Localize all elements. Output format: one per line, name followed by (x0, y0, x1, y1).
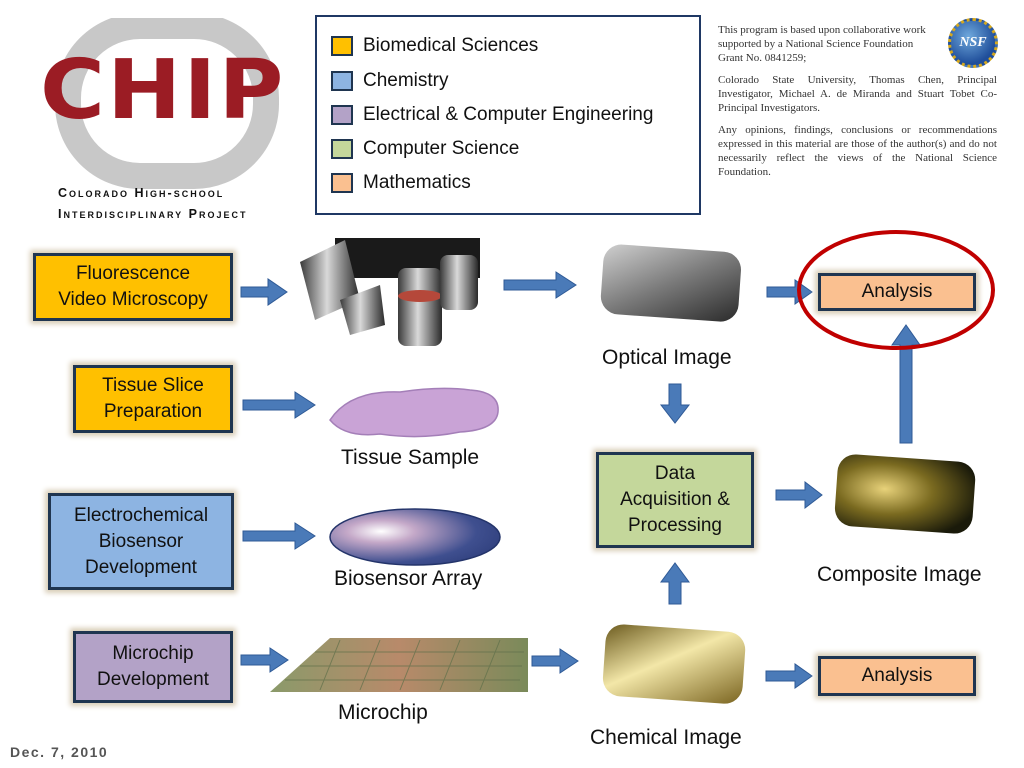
logo-subtitle-1: Colorado High-school (58, 186, 225, 200)
box-line: Electrochemical (73, 504, 209, 526)
arrow-right-icon (242, 522, 316, 550)
composite-image (834, 454, 976, 534)
microchip-caption: Microchip (338, 701, 428, 724)
grant-note-1: This program is based upon collaborative… (718, 24, 926, 64)
box-line: Development (97, 669, 209, 690)
box-line: Microchip (112, 643, 194, 664)
box-line: Fluorescence (75, 263, 191, 284)
arrow-up-icon (660, 562, 690, 605)
legend-item-biomedical: Biomedical Sciences (331, 31, 538, 61)
microscope-image (300, 238, 480, 346)
chip-logo-text: CHIP (40, 43, 286, 138)
box-line: Data (654, 463, 696, 484)
grant-note-3: Any opinions, findings, conclusions or r… (718, 124, 997, 178)
logo-subtitle-2: Interdisciplinary Project (58, 207, 248, 221)
optical-image-caption: Optical Image (602, 346, 732, 369)
legend-swatch (331, 71, 353, 91)
analysis-top-box: Analysis (818, 273, 976, 311)
legend-label: Biomedical Sciences (363, 35, 539, 56)
legend: Biomedical Sciences Chemistry Electrical… (315, 15, 701, 215)
microchip-image (270, 638, 528, 692)
nsf-logo-text: NSF (959, 35, 987, 50)
arrow-right-icon (531, 648, 579, 674)
arrow-right-icon (240, 278, 288, 306)
biosensor-array-image (329, 508, 501, 566)
legend-item-ece: Electrical & Computer Engineering (331, 100, 653, 130)
analysis-bottom-box: Analysis (818, 656, 976, 696)
grant-note-2: Colorado State University, Thomas Chen, … (718, 74, 997, 114)
flow-arrows (240, 271, 921, 689)
arrow-right-icon (503, 271, 577, 299)
box-line: Preparation (103, 401, 203, 422)
arrow-right-icon (240, 647, 289, 673)
arrow-right-icon (766, 279, 813, 305)
box-line: Analysis (861, 281, 933, 302)
legend-label: Computer Science (363, 138, 520, 159)
legend-label: Chemistry (363, 70, 449, 91)
arrow-right-icon (765, 663, 813, 689)
box-line: Processing (628, 515, 722, 536)
legend-item-cs: Computer Science (331, 134, 519, 164)
legend-item-chemistry: Chemistry (331, 66, 449, 96)
grant-notes: This program is based upon collaborative… (718, 23, 997, 187)
composite-image-caption: Composite Image (817, 563, 982, 586)
legend-swatch (331, 105, 353, 125)
legend-item-math: Mathematics (331, 168, 471, 198)
arrow-down-icon (659, 383, 691, 424)
legend-swatch (331, 173, 353, 193)
chip-logo-graphic (55, 18, 279, 189)
box-line: Development (85, 556, 197, 578)
arrow-right-icon (775, 480, 823, 510)
box-line: Video Microscopy (58, 289, 208, 310)
legend-swatch (331, 36, 353, 56)
optical-image (600, 244, 741, 322)
legend-label: Electrical & Computer Engineering (363, 104, 654, 125)
box-line: Acquisition & (620, 489, 730, 510)
tissue-sample-image (329, 387, 499, 438)
highlight-circle (797, 230, 995, 350)
legend-swatch (331, 139, 353, 159)
nsf-logo-icon: NSF (948, 18, 998, 68)
biosensor-array-caption: Biosensor Array (334, 567, 483, 590)
arrow-right-icon (242, 391, 316, 419)
chemical-image-caption: Chemical Image (590, 726, 742, 749)
date-label: Dec. 7, 2010 (10, 744, 109, 760)
chemical-image (602, 624, 746, 704)
legend-label: Mathematics (363, 172, 471, 193)
box-line: Tissue Slice (102, 375, 204, 396)
box-line: Analysis (861, 665, 933, 686)
arrow-up-icon (891, 324, 921, 444)
tissue-sample-caption: Tissue Sample (341, 446, 480, 469)
box-line: Biosensor (98, 530, 184, 552)
